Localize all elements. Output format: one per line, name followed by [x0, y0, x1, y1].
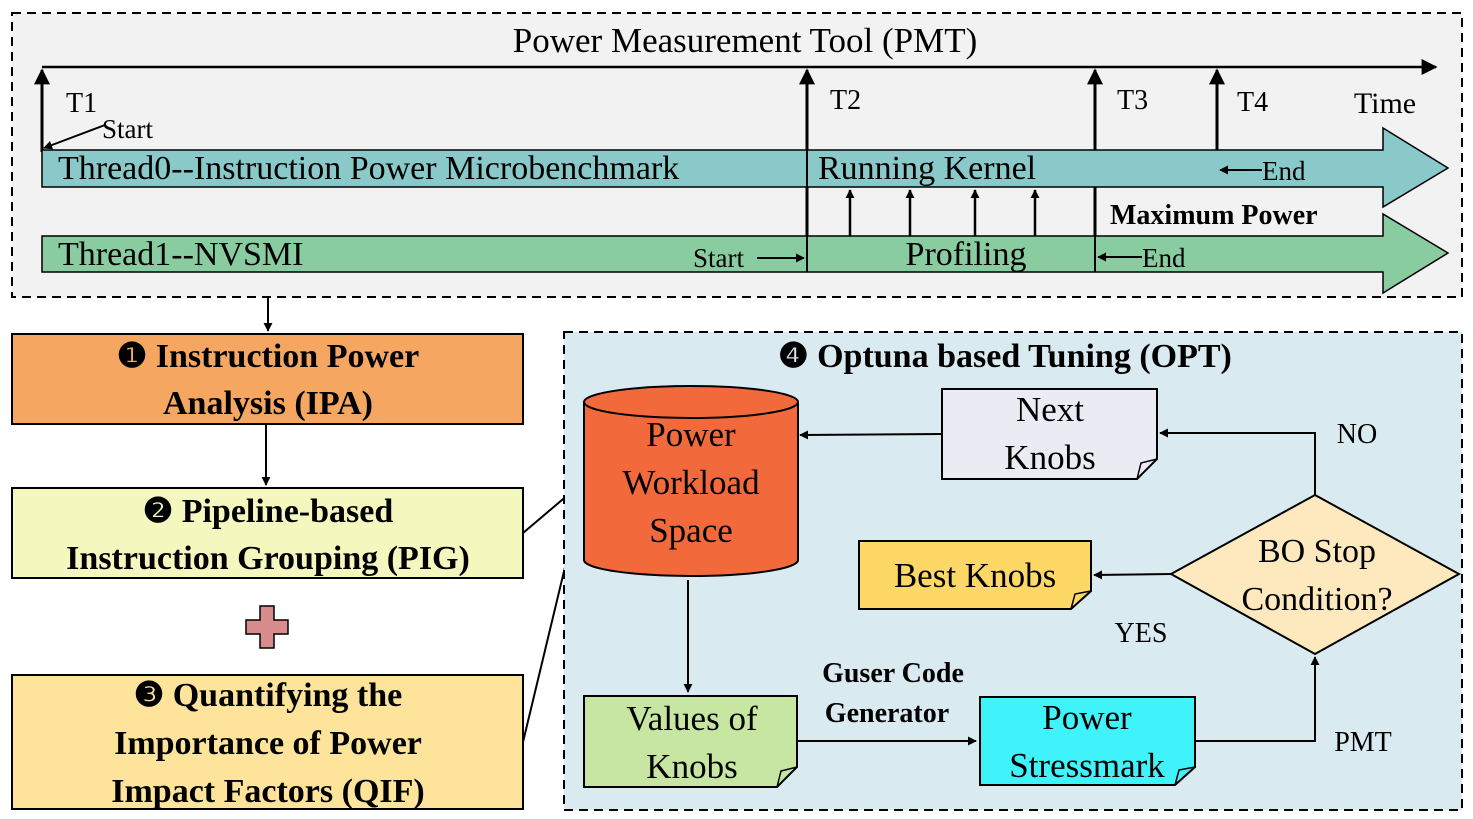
running-kernel-label: Running Kernel [818, 150, 1036, 187]
pig-line-1: ❷ Pipeline-based [143, 493, 394, 530]
best-knobs-note: Best Knobs [858, 540, 1092, 610]
best-knobs-label: Best Knobs [894, 556, 1056, 595]
ipa-line-1: ❶ Instruction Power [117, 338, 419, 375]
decision-line-1: BO Stop [1258, 533, 1376, 570]
pig-box-rect [11, 487, 524, 579]
pmt-title: Power Measurement Tool (PMT) [513, 21, 977, 60]
decision-yes-arrow [1093, 570, 1172, 580]
ipa-box-rect [11, 333, 524, 425]
opt-title: ❹ Optuna based Tuning (OPT) [778, 338, 1232, 375]
pmt-panel: Power Measurement Tool (PMT) Time T1 T2 … [11, 12, 1463, 298]
thread1-band [41, 212, 1450, 295]
t2-label: T2 [830, 85, 861, 116]
decision-no-arrow [1159, 428, 1316, 495]
next-knobs-line-1: Next [1016, 390, 1084, 429]
qif-line-1: ❸ Quantifying the [134, 677, 403, 714]
power-stressmark-note: Power Stressmark [979, 696, 1196, 786]
values-line-2: Knobs [646, 747, 737, 786]
workload-line-3: Space [649, 511, 733, 550]
values-of-knobs-note: Values of Knobs [583, 695, 798, 788]
qif-box: ❸ Quantifying the Importance of Power Im… [11, 674, 524, 810]
thread0-label: Thread0--Instruction Power Microbenchmar… [58, 150, 679, 187]
workload-line-2: Workload [622, 463, 760, 502]
pig-box: ❷ Pipeline-based Instruction Grouping (P… [11, 487, 524, 579]
stressmark-line-1: Power [1042, 698, 1132, 737]
thread1-end-label: End [1142, 243, 1186, 273]
maximum-power-label: Maximum Power [1110, 200, 1318, 231]
opt-panel: ❹ Optuna based Tuning (OPT) Power Worklo… [563, 331, 1463, 811]
t1-label: T1 [66, 88, 97, 119]
thread0-band [41, 126, 1450, 209]
qif-line-2: Importance of Power [114, 725, 422, 762]
decision-line-2: Condition? [1241, 581, 1392, 618]
thread0-end-label: End [1262, 156, 1306, 186]
workload-line-1: Power [646, 415, 736, 454]
ipa-box: ❶ Instruction Power Analysis (IPA) [11, 333, 524, 425]
next-knobs-to-workload-arrow [799, 430, 943, 440]
values-line-1: Values of [626, 699, 758, 738]
time-label: Time [1354, 87, 1416, 120]
t3-label: T3 [1117, 85, 1148, 116]
t1-start-arrow [43, 124, 106, 150]
t4-label: T4 [1237, 87, 1268, 118]
next-knobs-note: Next Knobs [941, 388, 1158, 480]
pmt-label: PMT [1334, 727, 1392, 758]
plus-icon [245, 605, 289, 649]
workload-space-cylinder: Power Workload Space [583, 385, 799, 577]
no-label: NO [1337, 419, 1377, 450]
next-knobs-line-2: Knobs [1004, 438, 1095, 477]
generator-line-1: Guser Code [822, 658, 964, 689]
stressmark-to-decision-arrow [1195, 656, 1320, 742]
profiling-label: Profiling [906, 236, 1027, 273]
qif-line-3: Impact Factors (QIF) [111, 773, 424, 810]
pig-line-2: Instruction Grouping (PIG) [66, 540, 470, 577]
thread1-start-label: Start [693, 243, 744, 273]
t1-start-label: Start [102, 114, 153, 144]
stressmark-line-2: Stressmark [1009, 746, 1165, 785]
yes-label: YES [1115, 618, 1168, 649]
thread1-label: Thread1--NVSMI [58, 236, 304, 273]
ipa-line-2: Analysis (IPA) [163, 385, 373, 422]
bo-stop-decision: BO Stop Condition? [1168, 493, 1462, 656]
generator-line-2: Generator [825, 698, 949, 729]
